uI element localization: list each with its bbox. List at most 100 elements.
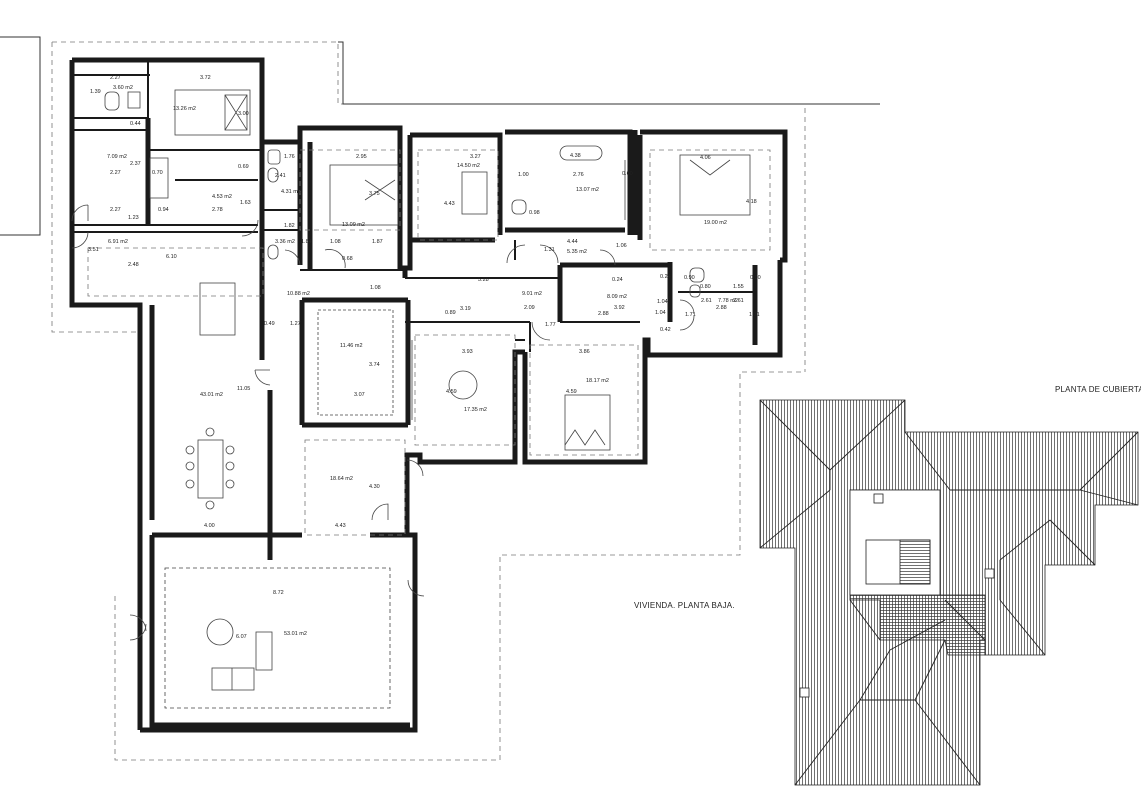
doors	[71, 204, 695, 641]
dim-label: 1.27	[290, 321, 301, 327]
dim-label: 4.18	[746, 199, 757, 205]
dim-label: 0.60	[622, 171, 633, 177]
dim-label: 11.05	[237, 386, 250, 392]
plot-outline	[0, 36, 880, 761]
dim-label: 1.71	[685, 312, 696, 318]
dim-label: 1.23	[128, 215, 139, 221]
dim-label: 3.00	[238, 111, 249, 117]
ground-floor-caption: VIVIENDA. PLANTA BAJA.	[634, 601, 735, 610]
dim-label: 6.07	[236, 634, 247, 640]
dim-label: 3.86	[579, 349, 590, 355]
dim-label: 1.63	[240, 200, 251, 206]
dim-label: 3.72	[200, 75, 211, 81]
area-label: 13.07 m2	[576, 187, 599, 193]
area-label: 10.88 m2	[287, 291, 310, 297]
area-label: 53.01 m2	[284, 631, 307, 637]
dim-label: 3.51	[88, 247, 99, 253]
dim-label: 2.41	[275, 173, 286, 179]
dim-label: 1.87	[372, 239, 383, 245]
area-label: 4.53 m2	[212, 194, 232, 200]
dim-label: 4.43	[444, 201, 455, 207]
dim-label: 2.27	[110, 207, 121, 213]
dim-label: 6.10	[166, 254, 177, 260]
dim-label: 1.71	[749, 312, 760, 318]
dim-label: 5.28	[478, 277, 489, 283]
dim-label: 0.44	[130, 121, 141, 127]
dim-label: 0.94	[158, 207, 169, 213]
dim-label: 0.42	[660, 327, 671, 333]
dim-label: 1.08	[330, 239, 341, 245]
exterior-walls	[69, 57, 788, 733]
dim-label: 4.44	[567, 239, 578, 245]
dim-label: 3.75	[369, 191, 380, 197]
dim-label: 0.90	[750, 275, 761, 281]
dim-label: 3.93	[462, 349, 473, 355]
dim-label: 4.06	[700, 155, 711, 161]
dim-label: 3.07	[354, 392, 365, 398]
dim-label: 2.27	[110, 75, 121, 81]
dim-label: 0.89	[445, 310, 456, 316]
area-label: 3.60 m2	[113, 85, 133, 91]
dim-label: 2.61	[701, 298, 712, 304]
dim-label: 0.70	[152, 170, 163, 176]
dim-label: 2.09	[524, 305, 535, 311]
dim-label: 3.74	[369, 362, 380, 368]
dimension-labels: 2.27 3.72 1.39 3.00 0.44 2.37 2.27 0.70 …	[88, 75, 761, 640]
dim-label: 4.59	[566, 389, 577, 395]
dim-label: 1.39	[90, 89, 101, 95]
dim-label: 2.27	[110, 170, 121, 176]
area-label: 3.36 m2	[275, 239, 295, 245]
dim-label: 1.84	[301, 239, 312, 245]
area-label: 14.50 m2	[457, 163, 480, 169]
area-label: 18.64 m2	[330, 476, 353, 482]
dim-label: 0.49	[264, 321, 275, 327]
area-label: 18.17 m2	[586, 378, 609, 384]
area-label: 19.00 m2	[704, 220, 727, 226]
dim-label: 0.24	[660, 274, 671, 280]
dim-label: 2.95	[356, 154, 367, 160]
area-label: 7.09 m2	[107, 154, 127, 160]
dim-label: 4.00	[204, 523, 215, 529]
dim-label: 2.76	[573, 172, 584, 178]
dim-label: 3.27	[470, 154, 481, 160]
area-label: 11.46 m2	[340, 343, 363, 349]
room-area-labels: 3.60 m2 13.26 m2 7.09 m2 4.53 m2 6.91 m2…	[107, 85, 738, 637]
area-label: 5.35 m2	[567, 249, 587, 255]
dim-label: 1.55	[733, 284, 744, 290]
dim-label: 4.38	[570, 153, 581, 159]
dim-label: 2.88	[716, 305, 727, 311]
dim-label: 1.04	[657, 299, 668, 305]
dim-label: 2.78	[212, 207, 223, 213]
dim-label: 4.30	[369, 484, 380, 490]
area-label: 4.31 m2	[281, 189, 301, 195]
dim-label: 1.82	[284, 223, 295, 229]
dim-label: 1.77	[545, 322, 556, 328]
dim-label: 3.19	[460, 306, 471, 312]
roof-plan	[759, 399, 1139, 786]
dim-label: 0.69	[238, 164, 249, 170]
dim-label: 2.61	[733, 298, 744, 304]
area-label: 17.35 m2	[464, 407, 487, 413]
dim-label: 2.88	[598, 311, 609, 317]
dim-label: 1.06	[616, 243, 627, 249]
area-label: 43.01 m2	[200, 392, 223, 398]
dim-label: 0.98	[529, 210, 540, 216]
dim-label: 1.08	[370, 285, 381, 291]
area-label: 13.26 m2	[173, 106, 196, 112]
dim-label: 1.04	[655, 310, 666, 316]
furniture	[87, 89, 771, 709]
dim-label: 1.76	[284, 154, 295, 160]
dim-label: 8.72	[273, 590, 284, 596]
dim-label: 3.92	[614, 305, 625, 311]
dim-label: 4.43	[335, 523, 346, 529]
area-label: 7.78 m2	[718, 298, 738, 304]
area-label: 8.09 m2	[607, 294, 627, 300]
dim-label: 0.80	[700, 284, 711, 290]
dim-label: 0.90	[684, 275, 695, 281]
dim-label: 2.37	[130, 161, 141, 167]
dim-label: 0.68	[342, 256, 353, 262]
dim-label: 0.24	[612, 277, 623, 283]
dim-label: 2.48	[128, 262, 139, 268]
roof-plan-caption: PLANTA DE CUBIERTA.	[1055, 385, 1141, 394]
